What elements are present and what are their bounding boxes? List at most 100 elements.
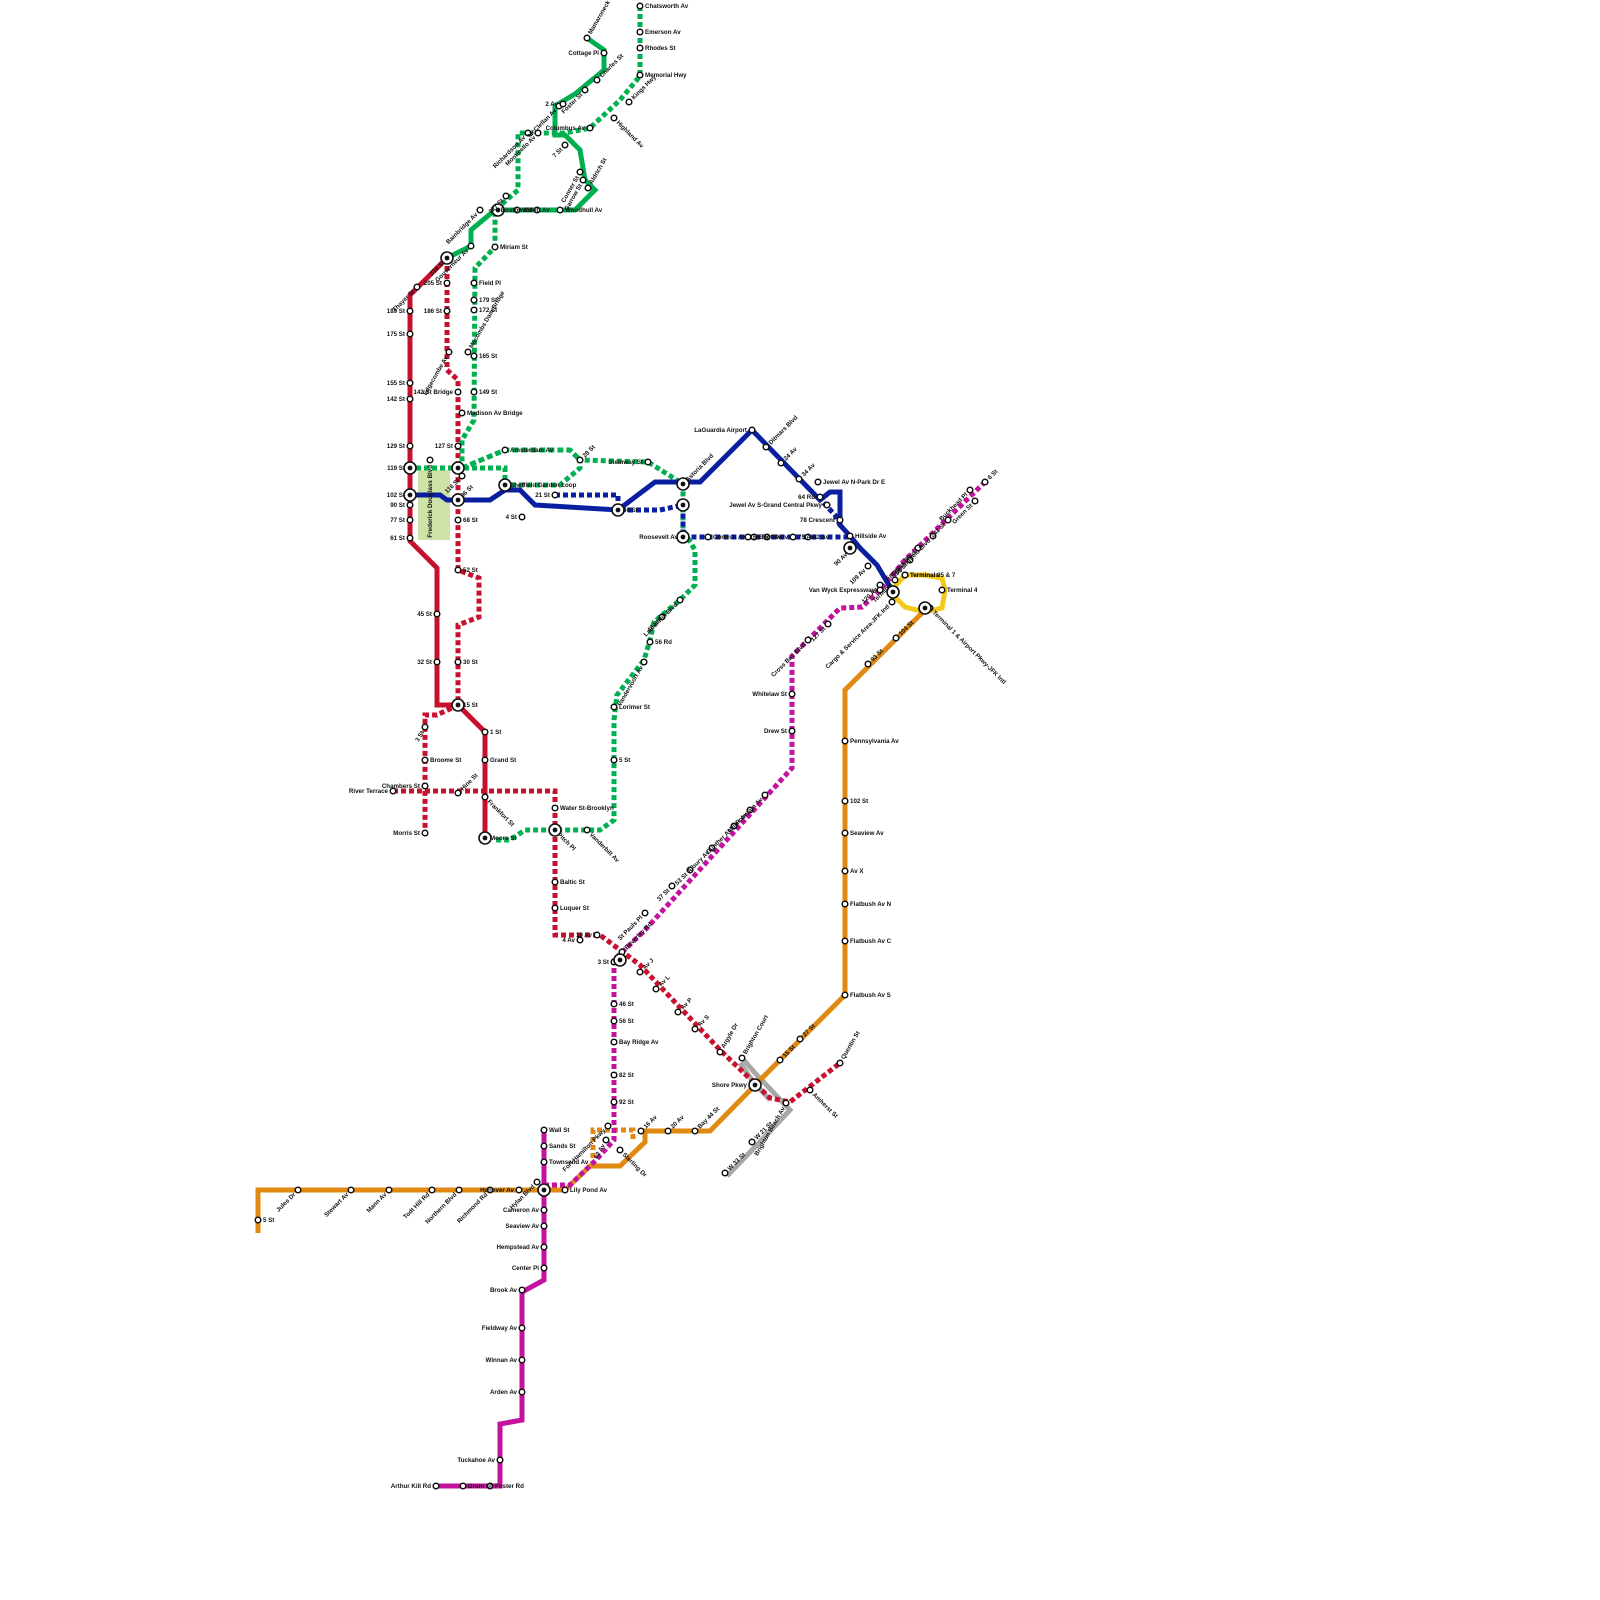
station-marker-terminal-8[interactable] — [902, 572, 908, 578]
station-marker-seaview-av[interactable] — [541, 1223, 547, 1229]
station-marker-52-st[interactable] — [455, 567, 461, 573]
station-marker-129-st[interactable] — [407, 443, 413, 449]
station-marker-3-st[interactable] — [422, 724, 428, 730]
station-marker-142-st[interactable] — [407, 396, 413, 402]
station-marker-foster-st[interactable] — [582, 87, 588, 93]
station-marker-miriam-st[interactable] — [492, 244, 498, 250]
station-marker-baltic-st[interactable] — [552, 879, 558, 885]
station-marker-chambers-st[interactable] — [422, 783, 428, 789]
station-marker-5-st[interactable] — [611, 757, 617, 763]
station-marker-flatbush-av-n[interactable] — [842, 901, 848, 907]
station-marker-fieldway-av[interactable] — [519, 1325, 525, 1331]
station-marker-bay-ridge-av[interactable] — [611, 1039, 617, 1045]
station-marker-cargo-service-area-jfk-intl[interactable] — [889, 599, 895, 605]
station-marker-quentin-st[interactable] — [837, 1060, 843, 1066]
station-marker-frederick-douglass-blvd[interactable] — [427, 457, 433, 463]
station-marker-arthur-kill-rd[interactable] — [433, 1483, 439, 1489]
station-marker-75-av[interactable] — [790, 534, 796, 540]
station-marker-av-x[interactable] — [842, 868, 848, 874]
station-marker-laurel-hill-blvd[interactable] — [677, 597, 683, 603]
station-marker-wall-st[interactable] — [541, 1127, 547, 1133]
station-marker-mamaroneck-dr[interactable] — [584, 35, 590, 41]
station-marker-109-av[interactable] — [865, 563, 871, 569]
station-marker-172-st[interactable] — [471, 307, 477, 313]
station-marker-conner-st[interactable] — [577, 169, 583, 175]
station-marker-cameron-av[interactable] — [541, 1207, 547, 1213]
station-marker-townsend-av[interactable] — [541, 1159, 547, 1165]
station-marker-30-st[interactable] — [455, 659, 461, 665]
station-marker-aldrich-st[interactable] — [585, 185, 591, 191]
station-marker-jules-dr[interactable] — [295, 1187, 301, 1193]
station-marker-6-st[interactable] — [982, 479, 988, 485]
station-marker-st-pauls-pl[interactable] — [642, 910, 648, 916]
station-marker-sands-st[interactable] — [541, 1143, 547, 1149]
station-marker-av-j[interactable] — [637, 969, 643, 975]
station-marker-179-st[interactable] — [471, 297, 477, 303]
station-marker-amsterdam-av[interactable] — [502, 447, 508, 453]
station-marker-field-pl[interactable] — [471, 280, 477, 286]
station-marker-arden-av[interactable] — [519, 1389, 525, 1395]
station-marker-16-av[interactable] — [638, 1128, 644, 1134]
station-marker-hylan-blvd[interactable] — [534, 1179, 540, 1185]
station-marker-68-st[interactable] — [455, 517, 461, 523]
station-marker-cornish-av[interactable] — [705, 534, 711, 540]
station-marker-78-crescent[interactable] — [837, 517, 843, 523]
station-marker-memorial-hwy[interactable] — [637, 72, 643, 78]
station-marker-142-st-bridge[interactable] — [455, 389, 461, 395]
station-marker-hempstead-av[interactable] — [541, 1244, 547, 1250]
station-marker-av-p[interactable] — [675, 1009, 681, 1015]
station-marker-grand-st[interactable] — [482, 757, 488, 763]
station-marker-laguardia-airport[interactable] — [749, 427, 755, 433]
station-marker-winnan-av[interactable] — [519, 1357, 525, 1363]
station-marker-woodhull-av[interactable] — [557, 207, 563, 213]
station-marker-jewel-av-n-park-dr-e[interactable] — [815, 479, 821, 485]
station-marker-sterling-dr[interactable] — [617, 1147, 623, 1153]
station-marker-155-st[interactable] — [407, 380, 413, 386]
station-marker-lorimer-st[interactable] — [611, 704, 617, 710]
station-marker-tuckahoe-av[interactable] — [497, 1457, 503, 1463]
station-marker-gouverneur-av[interactable] — [468, 243, 474, 249]
station-marker-lily-pond-av[interactable] — [562, 1187, 568, 1193]
station-marker-cottage-pl[interactable] — [601, 50, 607, 56]
station-marker-149-st[interactable] — [471, 389, 477, 395]
station-marker-fountain-av[interactable] — [762, 792, 768, 798]
station-marker-34-av[interactable] — [796, 476, 802, 482]
station-marker-15-st[interactable] — [777, 1057, 783, 1063]
station-marker-mann-av[interactable] — [386, 1187, 392, 1193]
station-marker-10-av[interactable] — [594, 932, 600, 938]
station-marker-brighton-beach-av[interactable] — [783, 1100, 789, 1106]
station-marker-flatbush-av-s[interactable] — [842, 992, 848, 998]
station-marker-5-st[interactable] — [255, 1217, 261, 1223]
station-marker-127-st[interactable] — [825, 621, 831, 627]
station-marker-pennsylvania-av[interactable] — [842, 738, 848, 744]
station-marker-65-rd[interactable] — [745, 534, 751, 540]
station-marker-1-st[interactable] — [482, 729, 488, 735]
station-marker-northern-blvd[interactable] — [456, 1187, 462, 1193]
station-marker-82-st[interactable] — [611, 1072, 617, 1078]
station-marker-green-st[interactable] — [972, 498, 978, 504]
station-marker-garrow-st[interactable] — [580, 177, 586, 183]
station-marker-seaview-av[interactable] — [842, 830, 848, 836]
station-marker-av-l[interactable] — [653, 986, 659, 992]
station-marker-frankfort-st[interactable] — [482, 794, 488, 800]
station-marker-broome-st[interactable] — [422, 757, 428, 763]
station-marker-vandervoort-av[interactable] — [641, 659, 647, 665]
station-marker-argyle-dr[interactable] — [717, 1049, 723, 1055]
station-marker-37-st[interactable] — [669, 883, 675, 889]
station-marker-27-st[interactable] — [797, 1036, 803, 1042]
station-marker-hine-st[interactable] — [455, 790, 461, 796]
station-marker-56-rd[interactable] — [647, 639, 653, 645]
station-marker-chatsworth-av[interactable] — [637, 3, 643, 9]
station-marker-columbus-av[interactable] — [587, 125, 593, 131]
station-marker-terminal-4[interactable] — [939, 587, 945, 593]
station-marker-ditmars-blvd[interactable] — [763, 444, 769, 450]
station-marker-amherst-st[interactable] — [807, 1087, 813, 1093]
station-marker-charles-st[interactable] — [594, 77, 600, 83]
station-marker-hillside-av[interactable] — [847, 533, 853, 539]
station-marker-227-st[interactable] — [503, 193, 509, 199]
station-marker-w-33-st[interactable] — [722, 1170, 728, 1176]
station-marker-fort-hamilton-pkwy[interactable] — [605, 1123, 611, 1129]
station-marker-77-st[interactable] — [407, 517, 413, 523]
station-marker-61-st[interactable] — [407, 535, 413, 541]
station-marker-macombs-dam-bridge[interactable] — [465, 349, 471, 355]
